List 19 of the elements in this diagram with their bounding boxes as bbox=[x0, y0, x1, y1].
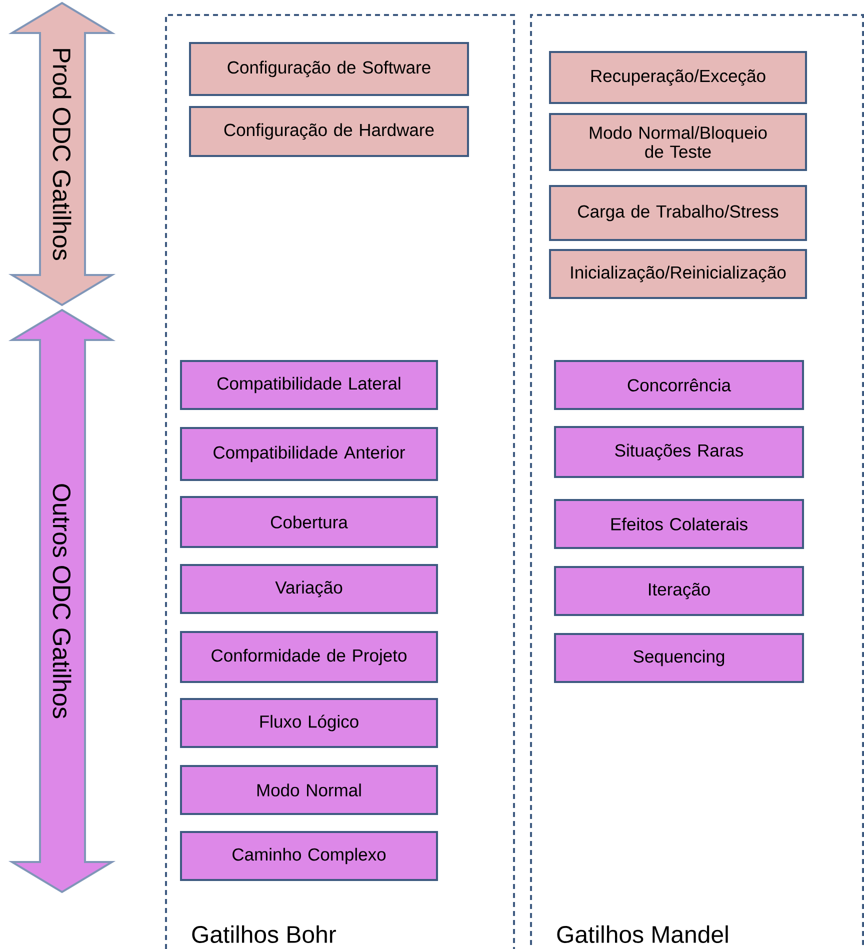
trigger-box: Compatibilidade Lateral bbox=[180, 360, 438, 410]
trigger-box: Sequencing bbox=[554, 633, 804, 683]
trigger-box: Variação bbox=[180, 564, 438, 614]
trigger-box: Recuperação/Exceção bbox=[549, 51, 808, 104]
trigger-box: Concorrência bbox=[554, 360, 804, 410]
trigger-box: Inicialização/Reinicialização bbox=[549, 249, 808, 299]
trigger-box: Iteração bbox=[554, 566, 804, 616]
trigger-box: Carga de Trabalho/Stress bbox=[549, 185, 808, 241]
trigger-box: Conformidade de Projeto bbox=[180, 631, 438, 683]
trigger-box: Modo Normal bbox=[180, 765, 438, 815]
trigger-box: Efeitos Colaterais bbox=[554, 499, 804, 549]
trigger-box: Modo Normal/Bloqueio de Teste bbox=[549, 113, 808, 171]
trigger-box: Cobertura bbox=[180, 496, 438, 548]
trigger-box: Situações Raras bbox=[554, 426, 804, 478]
trigger-box: Configuração de Software bbox=[189, 42, 469, 96]
trigger-box: Compatibilidade Anterior bbox=[180, 427, 438, 481]
trigger-box: Fluxo Lógico bbox=[180, 698, 438, 748]
trigger-box: Configuração de Hardware bbox=[189, 106, 469, 157]
trigger-box: Caminho Complexo bbox=[180, 831, 438, 881]
